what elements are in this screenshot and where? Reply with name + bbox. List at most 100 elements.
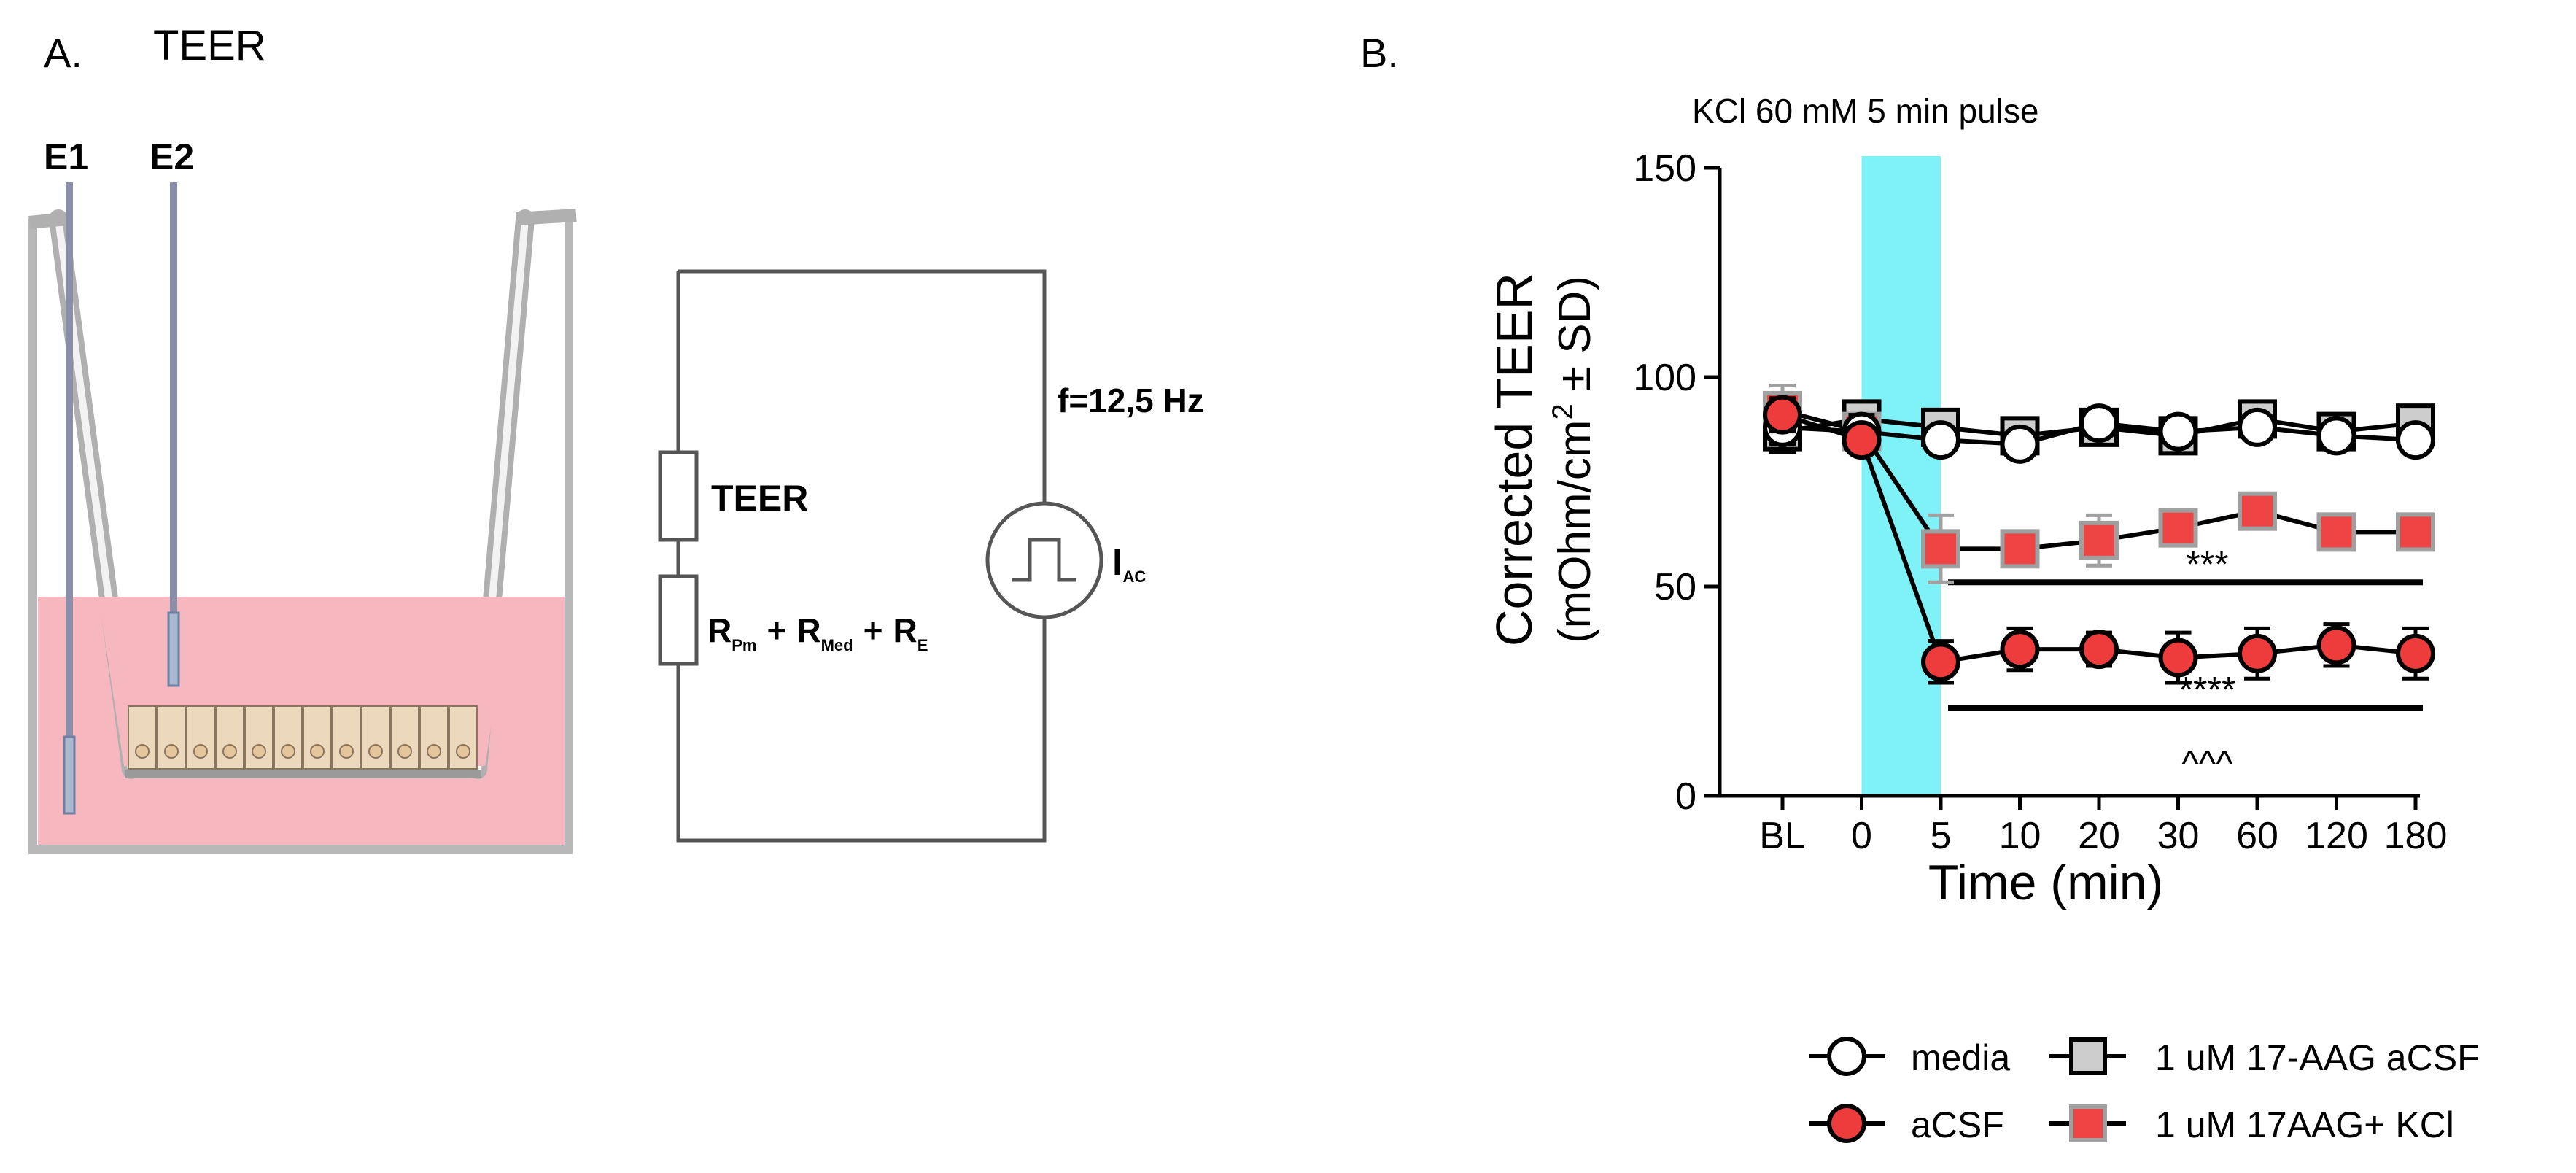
y-tick-label: 50 — [1654, 566, 1696, 608]
cell-monolayer — [128, 705, 478, 770]
legend-media-marker — [1827, 1037, 1866, 1076]
cell — [128, 705, 157, 770]
series-layer — [1763, 383, 2435, 685]
data-point — [1921, 420, 1960, 460]
square-wave-icon — [1012, 538, 1076, 582]
y-axis: 0 50 100 150 — [1633, 147, 1722, 818]
data-point — [2316, 625, 2356, 665]
data-point — [1921, 529, 1960, 569]
significance-label: *** — [2186, 543, 2228, 584]
cell-nucleus — [164, 744, 179, 759]
cell — [361, 705, 390, 770]
cell — [332, 705, 361, 770]
insert-left-flange — [28, 212, 68, 229]
cell-nucleus — [397, 744, 412, 759]
panel-a: A. TEER E1 E — [28, 22, 1204, 854]
legend-media-label: media — [1911, 1037, 2010, 1078]
significance-label: ^^^ — [2181, 743, 2233, 784]
cell-nucleus — [427, 744, 441, 759]
data-point — [2158, 638, 2198, 678]
x-tick-label: 120 — [2305, 815, 2368, 857]
cell-nucleus — [222, 744, 237, 759]
cell — [215, 705, 244, 770]
teer-resistor — [658, 450, 699, 542]
cell — [419, 705, 449, 770]
x-tick-label: 5 — [1931, 815, 1952, 857]
cell-nucleus — [281, 744, 295, 759]
x-tick-label: 180 — [2384, 815, 2448, 857]
transwell-diagram: E1 E2 — [28, 136, 577, 854]
y-tick-label: 100 — [1633, 357, 1696, 399]
circuit-diagram: TEER RPm+RMed+RE f=12,5 Hz IAC — [658, 269, 1204, 843]
significance-bars: *******^^^ — [1948, 543, 2423, 784]
data-point — [2238, 491, 2277, 531]
data-point — [2079, 630, 2119, 670]
x-axis-title: Time (min) — [1928, 855, 2163, 910]
outer-well — [28, 219, 573, 854]
current-label: IAC — [1112, 541, 1146, 586]
pulse-label: KCl 60 mM 5 min pulse — [1692, 92, 2039, 130]
ac-source — [985, 501, 1103, 619]
legend-aag-acsf: 1 uM 17-AAG aCSF — [2049, 1037, 2480, 1078]
cell-nucleus — [368, 744, 383, 759]
legend-aag-kcl: 1 uM 17AAG+ KCl — [2049, 1104, 2454, 1145]
series-acsf — [1763, 395, 2435, 685]
cell-nucleus — [135, 744, 150, 759]
x-tick-label: BL — [1759, 815, 1806, 857]
data-point — [2396, 633, 2435, 673]
legend: media aCSF 1 uM 17-AAG aCSF 1 uM 17AAG+ … — [1809, 1037, 2480, 1145]
electrode-2-label: E2 — [150, 136, 194, 177]
cell-nucleus — [252, 744, 266, 759]
cell — [186, 705, 215, 770]
data-point — [1842, 420, 1882, 460]
teer-label: TEER — [711, 478, 808, 519]
data-point — [2079, 520, 2119, 560]
legend-media: media — [1809, 1037, 2010, 1078]
data-point — [2000, 630, 2040, 670]
x-tick-label: 10 — [1999, 815, 2041, 857]
cell-nucleus — [339, 744, 354, 759]
x-tick-label: 0 — [1851, 815, 1872, 857]
panel-b-label: B. — [1360, 30, 1399, 76]
data-point — [2158, 411, 2198, 452]
cell-nucleus — [193, 744, 208, 759]
x-tick-label: 30 — [2157, 815, 2200, 857]
electrode-1-label: E1 — [44, 136, 88, 177]
series-media — [1763, 403, 2435, 464]
cell-nucleus — [456, 744, 470, 759]
membrane — [125, 770, 481, 778]
panel-a-title: TEER — [153, 22, 266, 69]
significance-label: **** — [2179, 669, 2236, 710]
panel-a-label: A. — [44, 30, 82, 76]
data-point — [2000, 424, 2040, 464]
cell — [273, 705, 303, 770]
cell — [303, 705, 332, 770]
legend-acsf-label: aCSF — [1911, 1104, 2004, 1145]
data-point — [2238, 633, 2277, 673]
frequency-label: f=12,5 Hz — [1058, 382, 1204, 419]
r-combined-resistor — [658, 574, 699, 666]
legend-acsf-marker — [1827, 1104, 1866, 1143]
cell-nucleus — [310, 744, 325, 759]
cell — [157, 705, 186, 770]
insert-right-flange — [516, 209, 577, 225]
legend-aag-kcl-marker — [2069, 1104, 2107, 1142]
y-axis-title-line1: Corrected TEER — [1486, 273, 1543, 646]
data-point — [2158, 508, 2198, 548]
legend-aag-acsf-label: 1 uM 17-AAG aCSF — [2155, 1037, 2480, 1078]
data-point — [2079, 403, 2119, 444]
data-point — [2316, 416, 2356, 456]
resistance-label: RPm+RMed+RE — [707, 611, 928, 654]
legend-aag-kcl-label: 1 uM 17AAG+ KCl — [2155, 1104, 2454, 1145]
data-point — [2396, 512, 2435, 552]
x-tick-label: 60 — [2236, 815, 2278, 857]
cell — [390, 705, 419, 770]
cell — [244, 705, 273, 770]
data-point — [2316, 512, 2356, 552]
y-tick-label: 150 — [1633, 147, 1696, 190]
y-tick-label: 0 — [1675, 775, 1696, 818]
legend-aag-acsf-marker — [2069, 1037, 2107, 1075]
